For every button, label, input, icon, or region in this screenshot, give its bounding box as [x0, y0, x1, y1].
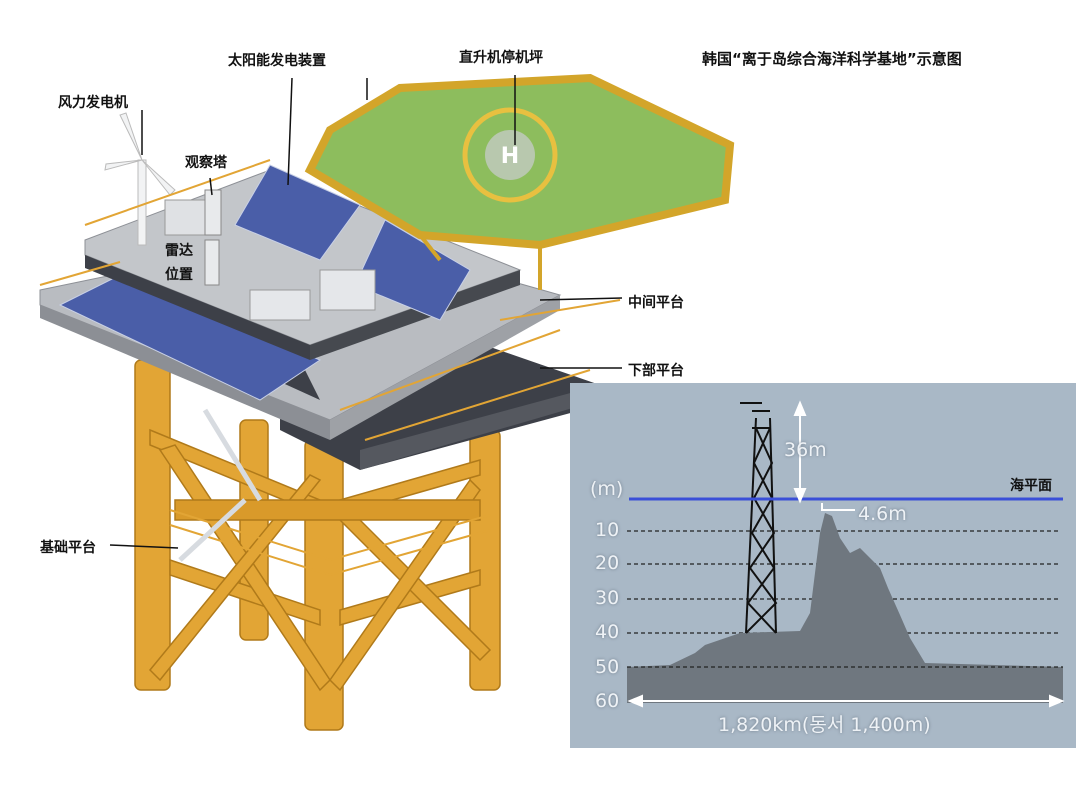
label-wind-turbine: 风力发电机 [58, 95, 128, 111]
depth-profile-inset: (m) 海平面 36m 4.6m 10 20 30 40 50 60 1,820… [570, 383, 1076, 748]
depth-tick: 40 [595, 621, 620, 643]
wind-turbine [104, 112, 176, 246]
seabed-rock [627, 513, 1063, 703]
solar-panel [234, 164, 361, 261]
leader-lines [109, 75, 623, 549]
label-lower-platform: 下部平台 [628, 363, 684, 379]
label-heliport: 直升机停机坪 [459, 50, 543, 66]
label-middle-platform: 中间平台 [628, 295, 684, 311]
height-arrow [793, 400, 807, 504]
depth-tick: 20 [595, 552, 620, 574]
label-radar-1: 雷达 [165, 243, 193, 259]
radar [204, 239, 220, 286]
solar-panel [58, 274, 322, 401]
sea-level-label: 海平面 [1010, 478, 1052, 494]
unit-label: (m) [590, 478, 624, 500]
label-solar: 太阳能发电装置 [228, 53, 326, 69]
foundation-platform [169, 509, 491, 577]
width-label: 1,820km(동서 1,400m) [718, 714, 931, 736]
depth-tick: 30 [595, 587, 620, 609]
depth-gridlines [627, 530, 1060, 634]
observation-tower [204, 189, 222, 236]
lower-platform [280, 340, 600, 470]
solar-panel [354, 219, 471, 321]
depth-tick: 10 [595, 519, 620, 541]
depth-tick: 50 [595, 656, 620, 678]
depth-tick: 60 [595, 690, 620, 712]
label-foundation-platform: 基础平台 [40, 540, 96, 556]
width-arrow [627, 694, 1065, 708]
heliport-mark: H [501, 144, 519, 169]
lattice-tower [740, 402, 778, 634]
label-radar-2: 位置 [165, 267, 193, 283]
height-label: 36m [784, 439, 827, 461]
diagram-title: 韩国“离于岛综合海洋科学基地”示意图 [702, 50, 962, 68]
label-observation-tower: 观察塔 [185, 155, 227, 171]
depth-profile [627, 400, 1065, 708]
peak-depth-label: 4.6m [858, 503, 907, 525]
